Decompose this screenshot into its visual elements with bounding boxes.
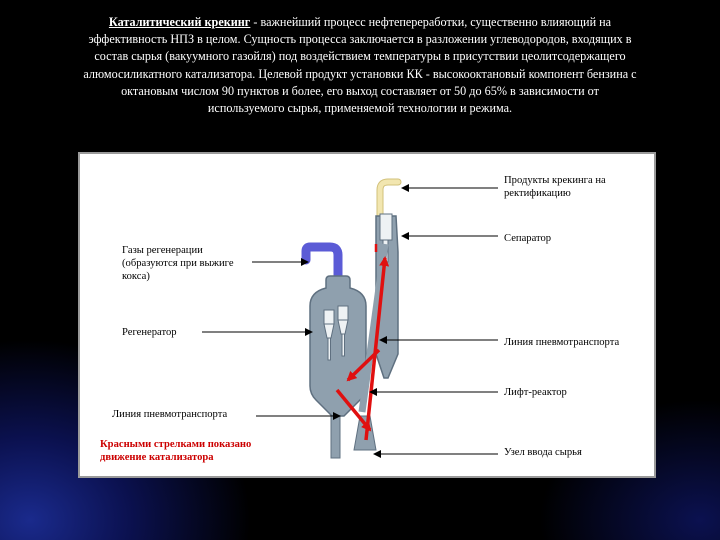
regenerator-standpipe bbox=[330, 415, 341, 459]
label-regenerator: Регенератор bbox=[122, 327, 177, 338]
regenerator-vessel bbox=[309, 275, 367, 417]
regenerator-cyclones bbox=[323, 305, 349, 361]
lift-reactor-riser bbox=[358, 243, 389, 413]
label-pneumo-line-right: Линия пневмотранспорта bbox=[504, 337, 620, 348]
intro-line-4: алюмосиликатного катализатора. Целевой п… bbox=[83, 66, 637, 81]
separator-cyclone bbox=[379, 213, 393, 241]
label-pneumo-line-left: Линия пневмотранспорта bbox=[112, 409, 228, 420]
regen-gas-pipe bbox=[301, 242, 343, 281]
cracking-unit-diagram bbox=[202, 178, 498, 459]
label-leaders bbox=[202, 184, 498, 458]
intro-line-6: используемого сырья, применяемой техноло… bbox=[207, 101, 513, 116]
catalyst-flow-arrows bbox=[335, 244, 390, 441]
intro-term: Каталитический крекинг bbox=[108, 15, 251, 29]
intro-line-2: эффективность НПЗ в целом. Сущность проц… bbox=[88, 32, 632, 47]
label-feed-unit: Узел ввода сырья bbox=[504, 447, 582, 458]
label-separator: Сепаратор bbox=[504, 233, 552, 244]
intro-line-5: октановым числом 90 пунктов и более, его… bbox=[121, 83, 599, 98]
label-lift-reactor: Лифт-реактор bbox=[504, 387, 567, 398]
intro-line-3: состав сырья (вакуумного газойля) под во… bbox=[94, 49, 626, 64]
intro-text: Каталитический крекинг - важнейший проце… bbox=[30, 14, 690, 117]
intro-line-1: - важнейший процесс нефтепереработки, су… bbox=[250, 15, 612, 29]
